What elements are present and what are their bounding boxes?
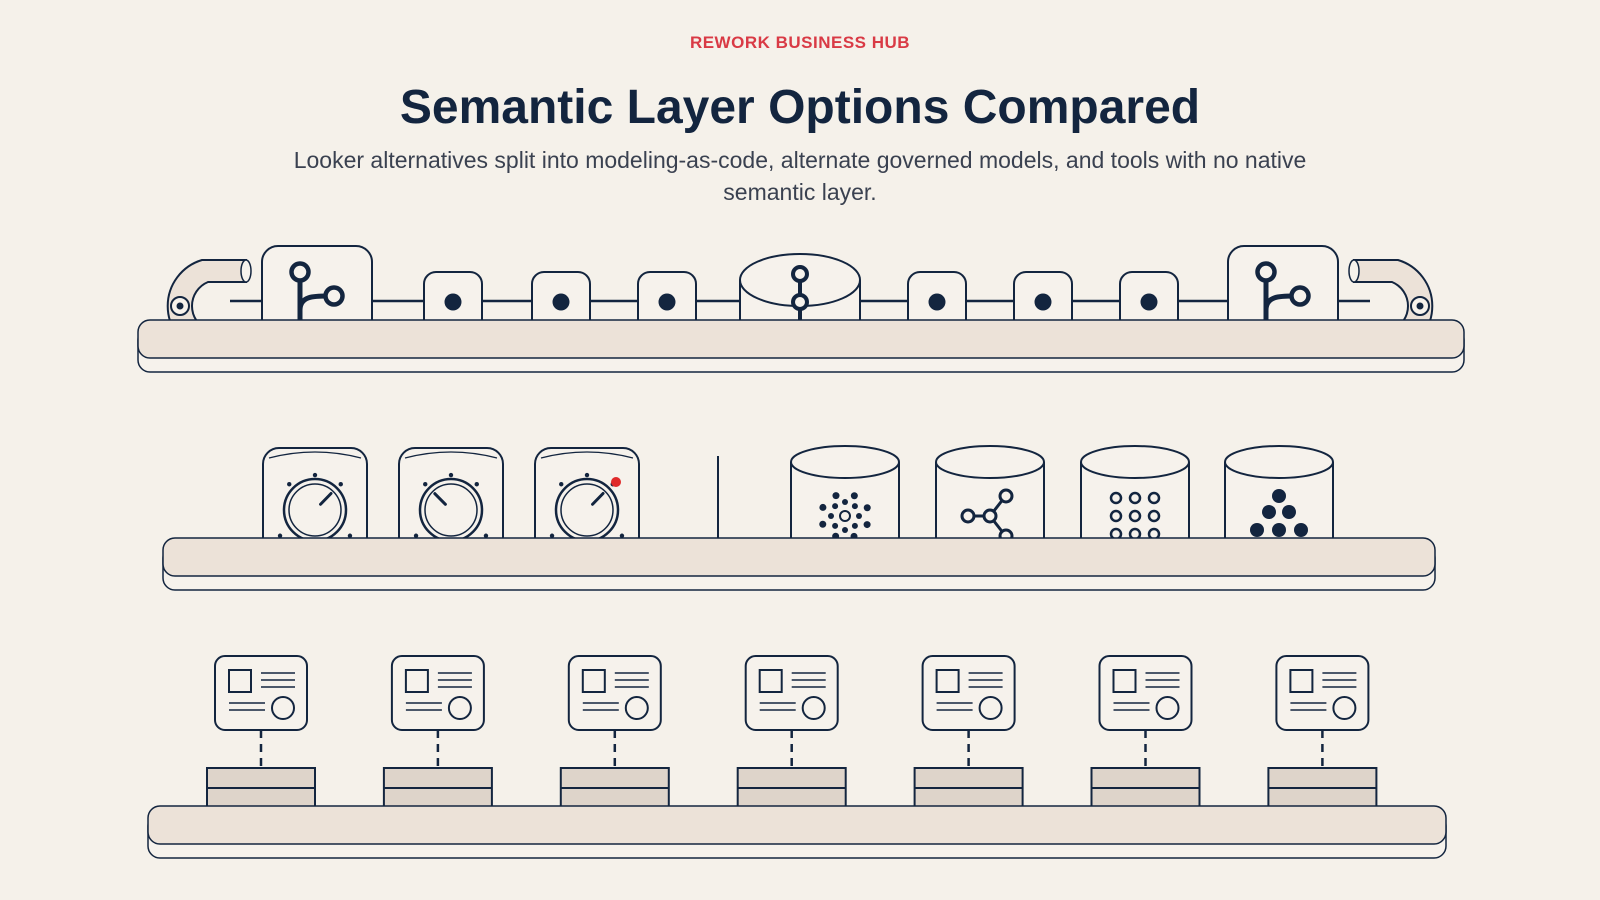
node-dot-icon: [637, 271, 697, 333]
profile-card-icon: [1275, 655, 1370, 731]
network-cluster-icon: [790, 445, 900, 559]
brand-label: REWORK BUSINESS HUB: [689, 33, 911, 52]
row-no-semantic-layer: [206, 655, 1378, 825]
node-dot-icon: [531, 271, 591, 333]
dial-icon: [398, 447, 504, 561]
card-stack-item: [559, 655, 670, 825]
grid-dots-icon: [1080, 445, 1190, 559]
card-stack-item: [1090, 655, 1201, 825]
profile-card-icon: [214, 655, 308, 731]
dial-icon: [534, 447, 640, 561]
profile-card-icon: [744, 655, 839, 731]
pyramid-dots-icon: [1224, 445, 1334, 559]
profile-card-icon: [1098, 655, 1193, 731]
card-stack-item: [1267, 655, 1378, 825]
card-stack-item: [382, 655, 493, 825]
node-dot-icon: [1013, 271, 1073, 333]
page-subtitle: Looker alternatives split into modeling-…: [293, 147, 1307, 205]
profile-card-icon: [921, 655, 1016, 731]
shelf-row-3: [147, 805, 1447, 859]
card-stack-item: [913, 655, 1024, 825]
node-dot-icon: [423, 271, 483, 333]
alert-dot: [611, 477, 621, 487]
card-stack-item: [736, 655, 847, 825]
page-title: Semantic Layer Options Compared: [399, 81, 1201, 134]
card-stack-item: [206, 655, 316, 825]
shelf-row-2: [162, 537, 1436, 591]
profile-card-icon: [390, 655, 485, 731]
shelf-row-1: [137, 319, 1465, 373]
profile-card-icon: [567, 655, 662, 731]
